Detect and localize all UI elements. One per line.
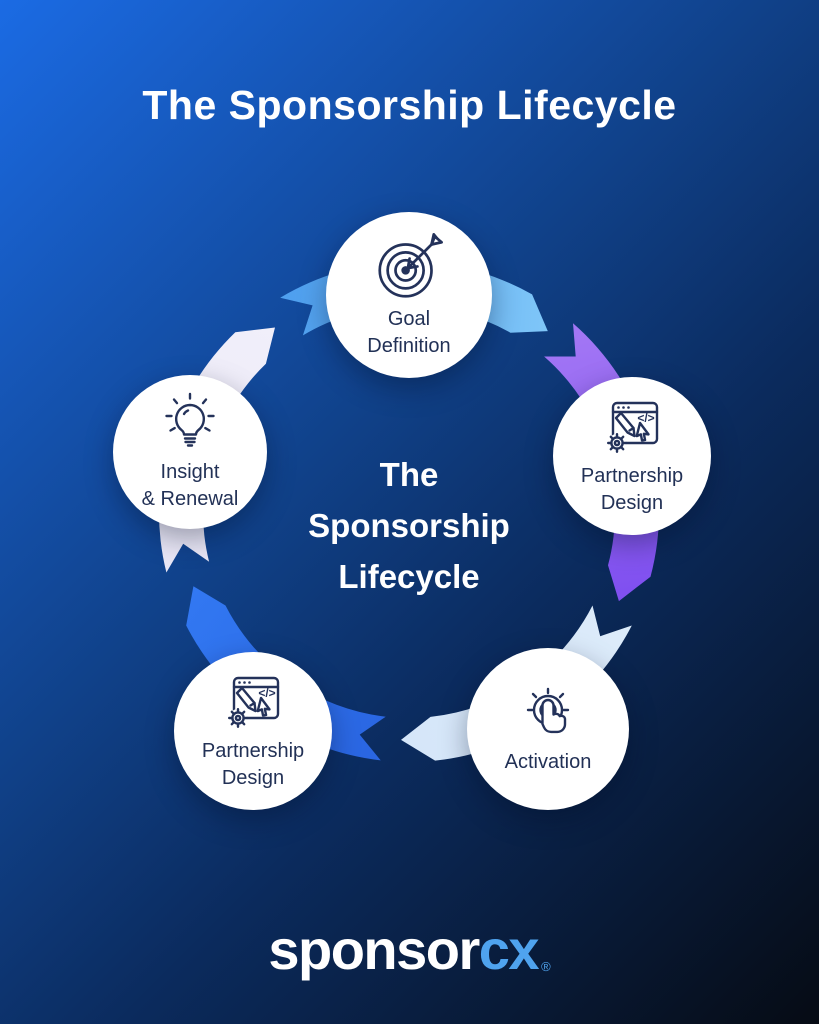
logo-text-white: sponsor — [268, 918, 480, 981]
target-icon — [373, 231, 445, 303]
node-label-line: Insight — [160, 460, 220, 483]
node-label-line: Design — [600, 491, 664, 514]
center-label-line: Lifecycle — [338, 558, 480, 595]
cycle-center-label: The Sponsorship Lifecycle — [259, 449, 559, 602]
web-design-icon — [600, 396, 664, 460]
page-title: The Sponsorship Lifecycle — [142, 82, 677, 128]
logo-text-blue: cx — [478, 918, 540, 981]
node-label-line: Definition — [367, 334, 451, 357]
node-partnership-design: Partnership Design — [553, 377, 711, 535]
registered-trademark-icon: ® — [541, 959, 551, 974]
node-activation: Activation — [467, 648, 629, 810]
node-label-line: Partnership — [580, 464, 684, 487]
arc-activation — [401, 605, 632, 761]
node-partnership-design-2: Partnership Design — [174, 652, 332, 810]
node-label-line: Partnership — [201, 739, 305, 762]
node-label-line: Goal — [387, 307, 431, 330]
lightbulb-icon — [158, 392, 222, 456]
node-label: Goal Definition — [367, 306, 450, 360]
node-label-line: & Renewal — [141, 487, 239, 510]
web-design-icon — [221, 671, 285, 735]
center-label-line: The — [379, 456, 439, 493]
node-label: Partnership Design — [581, 463, 683, 517]
node-label-line: Design — [221, 766, 285, 789]
node-label: Insight & Renewal — [142, 459, 239, 513]
node-label-line: Activation — [504, 751, 592, 773]
node-label: Partnership Design — [202, 738, 304, 792]
node-insight-renewal: Insight & Renewal — [113, 375, 267, 529]
node-goal-definition: Goal Definition — [326, 212, 492, 378]
node-label: Activation — [505, 749, 592, 776]
arc-partnership-design-2 — [186, 586, 386, 761]
center-label-line: Sponsorship — [308, 507, 510, 544]
tap-icon — [516, 682, 580, 746]
